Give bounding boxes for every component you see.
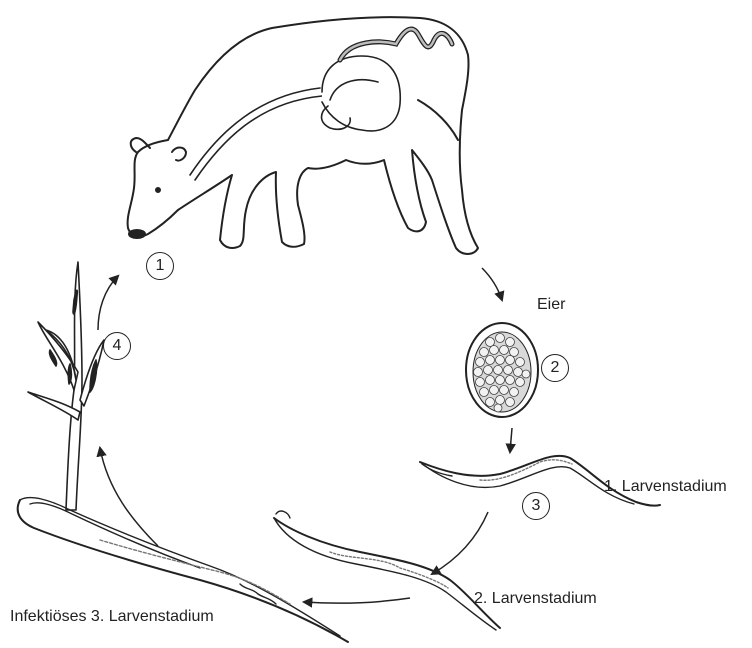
egg-illustration xyxy=(466,323,538,417)
larva-stage-2 xyxy=(274,511,500,630)
label-larva-stage-3: Infektiöses 3. Larvenstadium xyxy=(10,608,214,626)
step-2-badge: 2 xyxy=(541,354,569,382)
arrow-egg-to-larva1 xyxy=(510,428,512,452)
step-3-badge: 3 xyxy=(522,492,550,520)
arrow-larva1-to-larva2 xyxy=(432,512,488,574)
cow-illustration xyxy=(128,17,478,254)
step-1-badge: 1 xyxy=(146,252,174,280)
label-eggs: Eier xyxy=(537,296,565,314)
grass-plant xyxy=(28,262,104,510)
label-larva-stage-1: 1. Larvenstadium xyxy=(604,478,727,496)
step-4-badge: 4 xyxy=(103,332,131,360)
arrow-cow-to-egg xyxy=(482,268,502,300)
arrow-grass-to-cow xyxy=(98,276,118,330)
label-larva-stage-2: 2. Larvenstadium xyxy=(474,590,597,608)
arrow-larva2-to-larva3 xyxy=(304,598,410,603)
